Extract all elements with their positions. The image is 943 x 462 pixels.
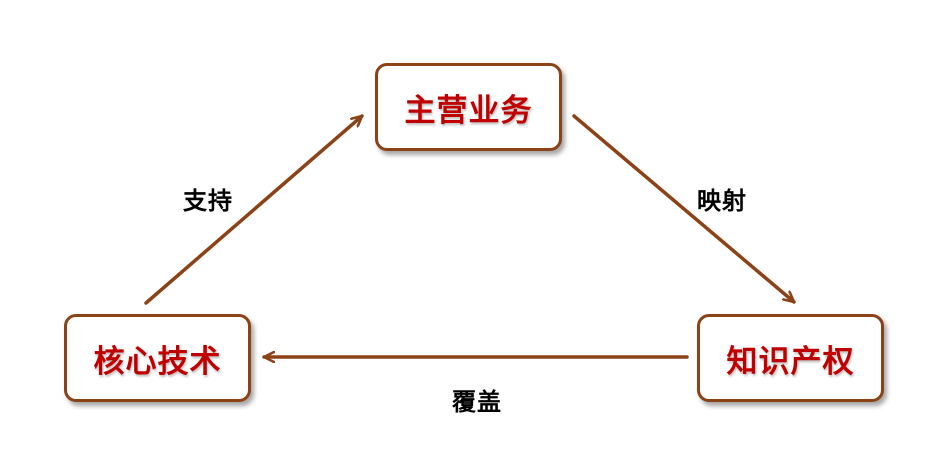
node-core-tech-label: 核心技术 (93, 343, 222, 380)
node-main-business: 主营业务 (375, 63, 562, 151)
arrow-mapping (572, 114, 796, 304)
arrow-support (144, 114, 364, 305)
node-ip-label: 知识产权 (726, 343, 855, 380)
node-main-business-label: 主营业务 (404, 92, 533, 129)
edge-label-cover: 覆盖 (452, 388, 502, 416)
edge-label-mapping: 映射 (697, 187, 747, 215)
node-core-tech: 核心技术 (64, 314, 251, 402)
edge-label-support: 支持 (183, 187, 233, 215)
node-ip: 知识产权 (697, 314, 884, 402)
